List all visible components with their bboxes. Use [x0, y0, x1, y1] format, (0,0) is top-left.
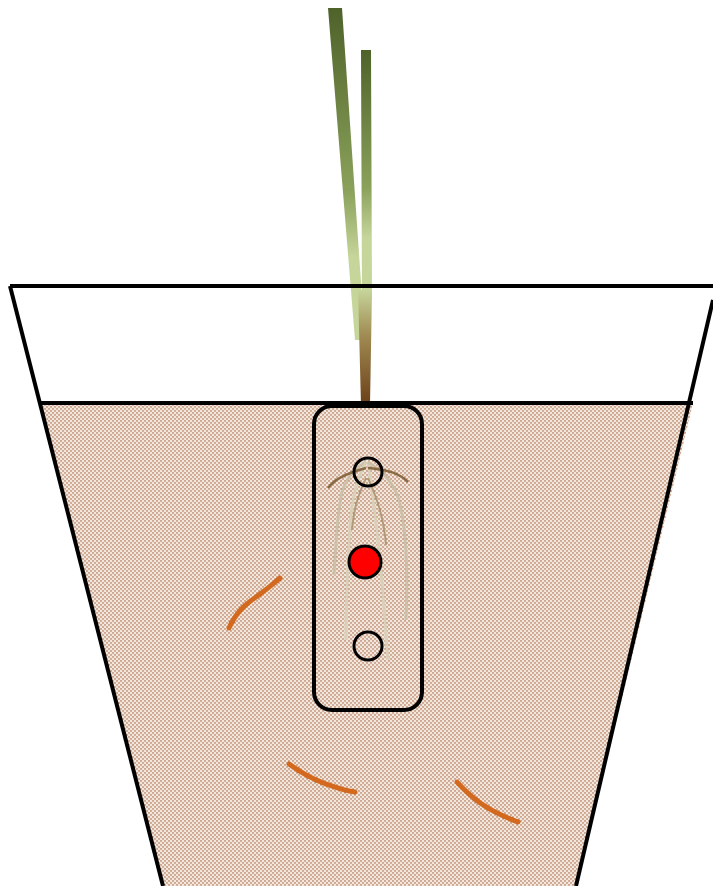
soil — [41, 403, 693, 886]
leaf-right — [361, 50, 372, 300]
middle-marker — [349, 546, 381, 578]
